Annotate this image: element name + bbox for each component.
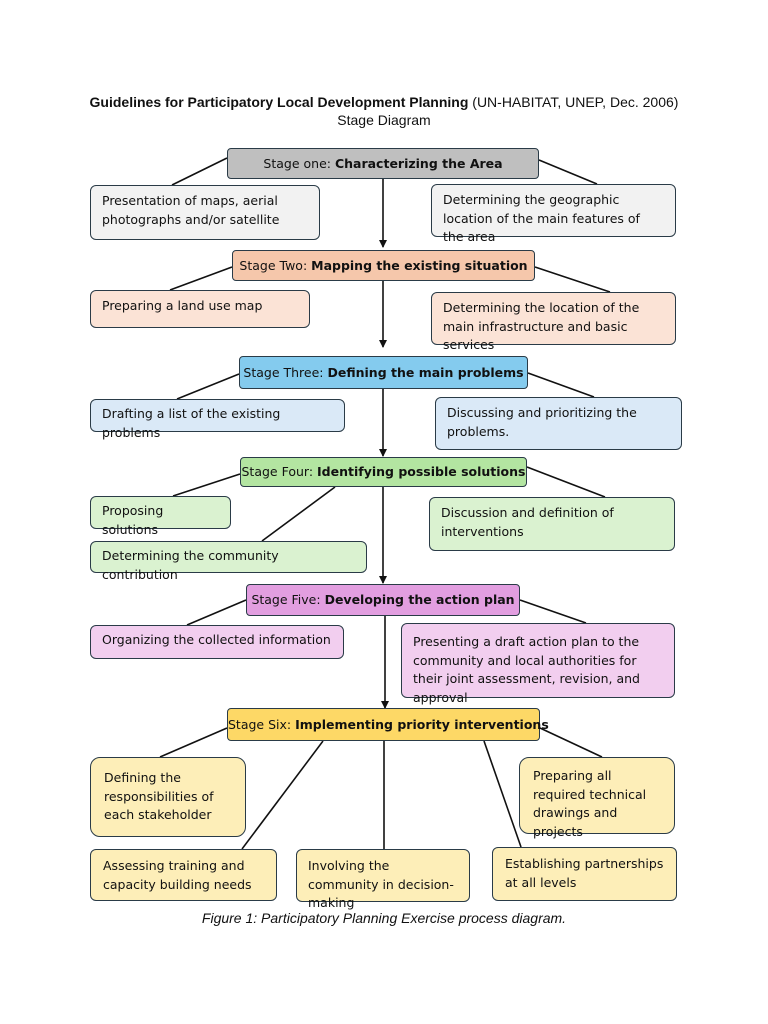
task-technical-drawings: Preparing all required technical drawing… — [519, 757, 675, 839]
stage-one-prefix: Stage one: — [263, 156, 335, 171]
title-source: (UN-HABITAT, UNEP, Dec. 2006) — [468, 94, 679, 110]
figure-caption: Figure 1: Participatory Planning Exercis… — [201, 910, 567, 926]
task-draft-action-plan: Presenting a draft action plan to the co… — [401, 623, 675, 705]
stage-two-box: Stage Two: Mapping the existing situatio… — [232, 250, 535, 281]
stage-three-name: Defining the main problems — [327, 365, 524, 380]
stage-six-box: Stage Six: Implementing priority interve… — [227, 708, 549, 741]
stage-five-name: Developing the action plan — [324, 592, 515, 607]
stage-four-box: Stage Four: Identifying possible solutio… — [240, 457, 527, 487]
title-bold: Guidelines for Participatory Local Devel… — [89, 94, 469, 110]
stage-four-name: Identifying possible solutions — [317, 464, 526, 479]
task-maps-aerial-photos: Presentation of maps, aerial photographs… — [90, 185, 320, 240]
task-community-contribution: Determining the community contribution — [90, 541, 367, 582]
task-list-problems: Drafting a list of the existing problems — [90, 399, 345, 440]
stage-five-box: Stage Five: Developing the action plan — [246, 584, 520, 616]
stage-one-name: Characterizing the Area — [334, 156, 503, 171]
stage-three-prefix: Stage Three: — [243, 365, 328, 380]
task-geographic-location: Determining the geographic location of t… — [431, 184, 676, 244]
task-infrastructure-location: Determining the location of the main inf… — [431, 292, 676, 352]
diagram-subtitle: Stage Diagram — [337, 112, 431, 128]
stage-two-name: Mapping the existing situation — [311, 258, 528, 273]
stage-one-box: Stage one: Characterizing the Area — [227, 148, 539, 179]
task-proposing-solutions: Proposing solutions — [90, 496, 231, 537]
task-prioritize-problems: Discussing and prioritizing the problems… — [435, 397, 682, 450]
diagram-title: Guidelines for Participatory Local Devel… — [0, 93, 768, 111]
task-land-use-map: Preparing a land use map — [90, 290, 310, 328]
stage-four-prefix: Stage Four: — [241, 464, 318, 479]
stage-five-prefix: Stage Five: — [251, 592, 325, 607]
stage-two-prefix: Stage Two: — [239, 258, 312, 273]
stage-six-prefix: Stage Six: — [228, 717, 296, 732]
stage-three-box: Stage Three: Defining the main problems — [239, 356, 528, 389]
task-stakeholder-responsibilities: Defining the responsibilities of each st… — [90, 757, 246, 837]
task-training-needs: Assessing training and capacity building… — [90, 849, 277, 901]
task-establishing-partnerships: Establishing partnerships at all levels — [492, 847, 677, 901]
task-definition-interventions: Discussion and definition of interventio… — [429, 497, 675, 551]
task-community-decision-making: Involving the community in decision-maki… — [296, 849, 470, 910]
stage-six-name: Implementing priority interventions — [295, 717, 549, 732]
task-organizing-information: Organizing the collected information — [90, 625, 344, 659]
